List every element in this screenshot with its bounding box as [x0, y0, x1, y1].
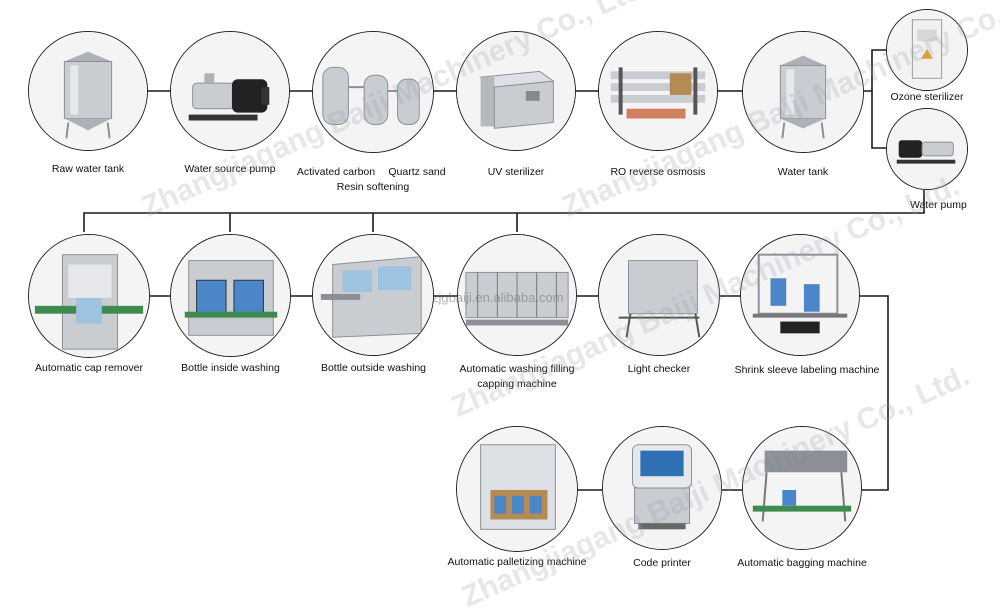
label-automatic-bagging: Automatic bagging machine [737, 557, 867, 569]
filter-tanks-icon [313, 32, 433, 152]
node-uv-sterilizer [456, 31, 576, 151]
label-raw-water-tank: Raw water tank [51, 163, 125, 175]
node-water-pump [886, 108, 968, 190]
flow-connectors [83, 49, 925, 491]
ro-system-icon [599, 32, 717, 150]
node-water-source-pump [170, 31, 290, 151]
washer-icon [171, 235, 290, 356]
node-raw-water-tank [28, 31, 148, 151]
process-flow-diagram: Raw water tank Water source pump Activat… [28, 0, 1000, 614]
label-bottle-inside-washing: Bottle inside washing [181, 362, 280, 374]
label-resin-softening: Resin softening [336, 181, 410, 193]
node-automatic-bagging [742, 426, 862, 550]
node-automatic-palletizing [456, 426, 578, 552]
label-code-printer: Code printer [633, 557, 691, 569]
node-activated-carbon [312, 31, 434, 153]
water-pump-icon [887, 109, 967, 189]
code-printer-icon [603, 427, 721, 549]
label-washing-filling-line2: capping machine [477, 378, 557, 390]
label-water-tank: Water tank [777, 166, 829, 178]
palletizer-icon [457, 427, 577, 551]
node-ozone-sterilizer [886, 9, 968, 91]
node-ro-reverse-osmosis [598, 31, 718, 151]
filling-machine-icon [458, 235, 576, 355]
label-bottle-outside-washing: Bottle outside washing [320, 362, 427, 374]
labeling-machine-icon [741, 235, 859, 355]
label-shrink-sleeve-labeling: Shrink sleeve labeling machine [734, 364, 880, 376]
label-uv-sterilizer: UV sterilizer [487, 166, 545, 178]
label-ozone-sterilizer: Ozone sterilizer [890, 91, 964, 103]
node-shrink-sleeve-labeling [740, 234, 860, 356]
node-bottle-inside-washing [170, 234, 291, 357]
label-automatic-cap-remover: Automatic cap remover [35, 362, 143, 374]
node-bottle-outside-washing [312, 234, 434, 356]
label-washing-filling-line1: Automatic washing filling [459, 363, 575, 375]
outside-washer-icon [313, 235, 433, 355]
light-checker-icon [599, 235, 719, 355]
label-ro-reverse-osmosis: RO reverse osmosis [610, 166, 706, 178]
node-code-printer [602, 426, 722, 550]
node-light-checker [598, 234, 720, 356]
label-water-pump: Water pump [910, 199, 967, 211]
label-activated-carbon: Activated carbon [296, 166, 376, 178]
ozone-cabinet-icon [887, 10, 967, 90]
raw-water-tank-icon [29, 32, 147, 150]
node-automatic-washing-filling-capping [457, 234, 577, 356]
label-automatic-palletizing: Automatic palletizing machine [447, 556, 587, 568]
node-water-tank [742, 31, 864, 153]
uv-sterilizer-icon [457, 32, 575, 150]
cap-remover-icon [29, 235, 149, 357]
water-tank-icon [743, 32, 863, 152]
bagging-machine-icon [743, 427, 861, 549]
node-automatic-cap-remover [28, 234, 150, 358]
label-quartz-sand: Quartz sand [388, 166, 446, 178]
label-water-source-pump: Water source pump [184, 163, 276, 175]
water-pump-icon [171, 32, 289, 150]
label-light-checker: Light checker [627, 363, 691, 375]
